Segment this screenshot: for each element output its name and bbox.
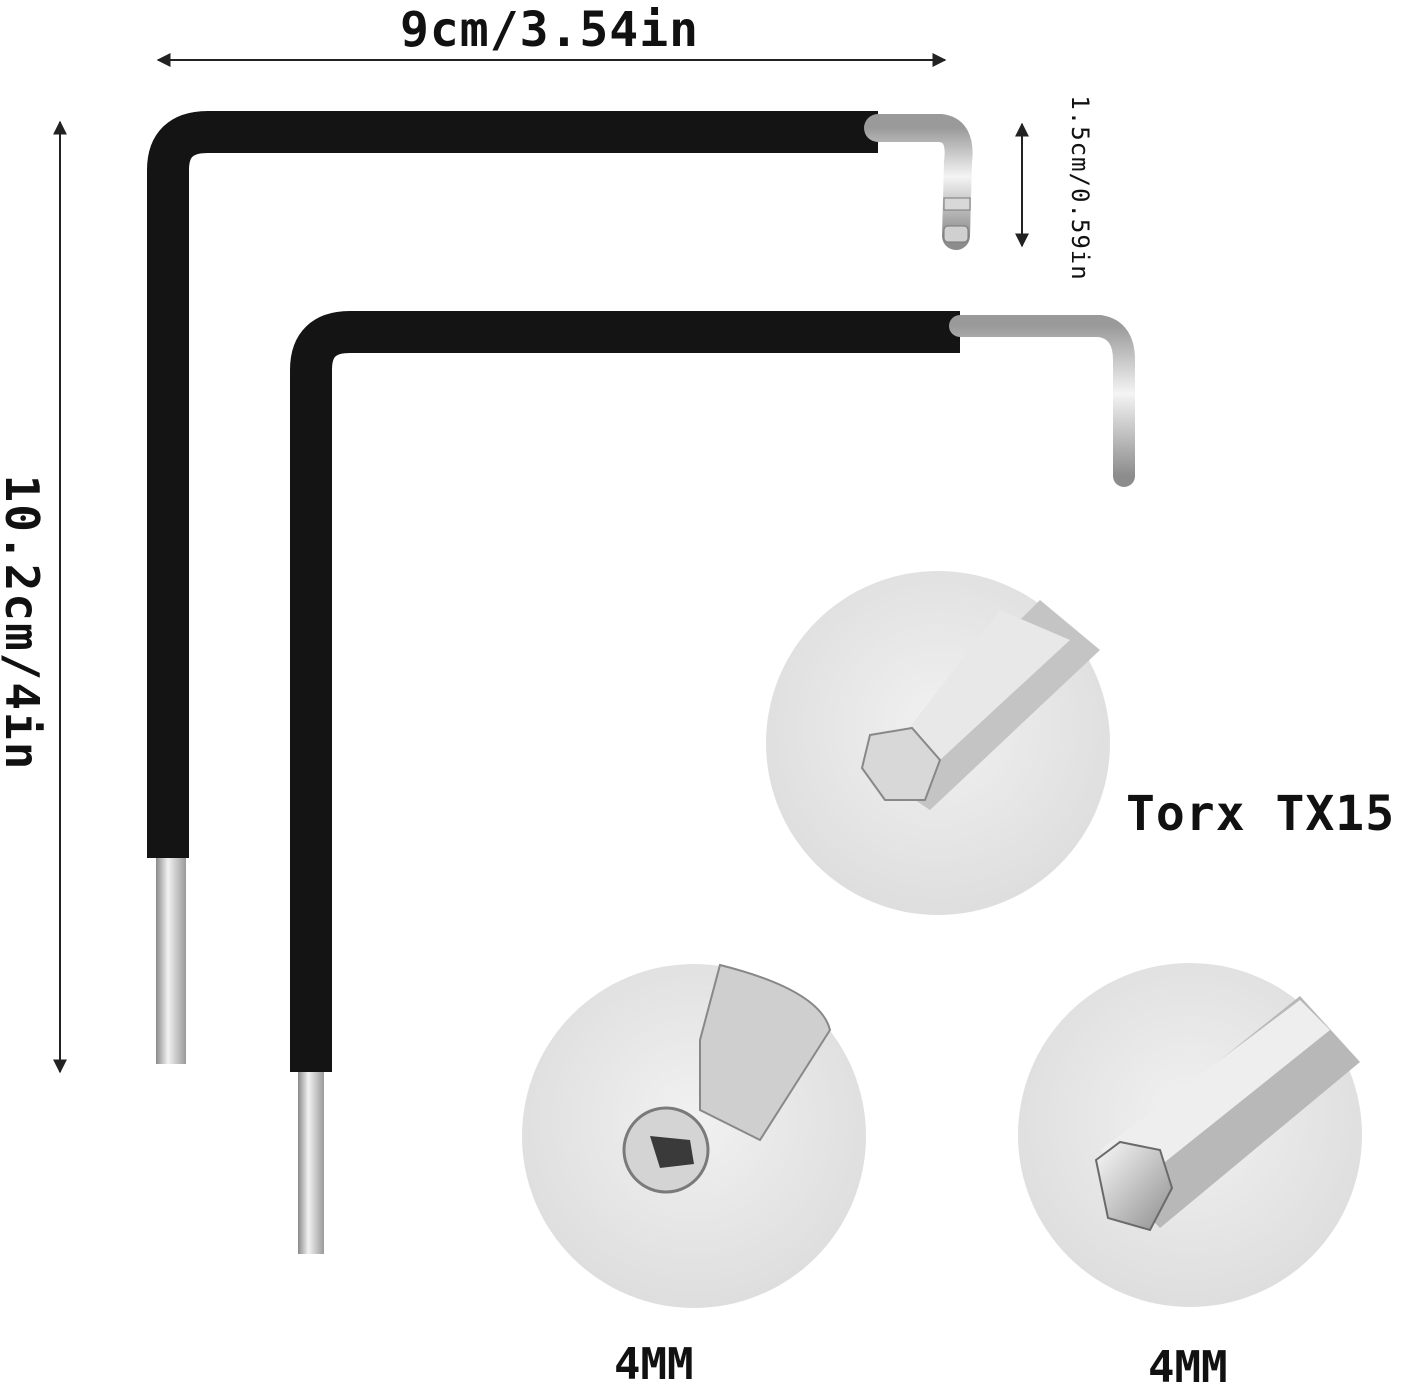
wrench-1-handle xyxy=(147,111,878,858)
hex-detail-circle xyxy=(1018,963,1362,1307)
tip-dimension-label: 1.5cm/0.59in xyxy=(1066,95,1094,281)
wrench-1-ball-tip xyxy=(864,114,973,250)
width-dimension-label: 9cm/3.54in xyxy=(400,2,699,58)
wrench-ball-hex xyxy=(147,111,973,1064)
wrench-2-torx-tip-bottom xyxy=(298,1068,324,1254)
wrench-1-hex-tip-bottom xyxy=(156,852,186,1064)
ball-hex-detail-circle xyxy=(522,963,866,1308)
ball-hex-size-label: 4MM xyxy=(614,1339,694,1390)
torx-size-label: Torx TX15 xyxy=(1126,786,1396,842)
wrench-torx xyxy=(290,311,1135,1254)
wrench-2-handle xyxy=(290,311,960,1072)
hex-size-label: 4MM xyxy=(1148,1342,1228,1393)
torx-detail-circle xyxy=(766,571,1110,915)
wrench-2-torx-tip xyxy=(949,315,1135,487)
height-dimension-label: 10.2cm/4in xyxy=(0,474,49,772)
